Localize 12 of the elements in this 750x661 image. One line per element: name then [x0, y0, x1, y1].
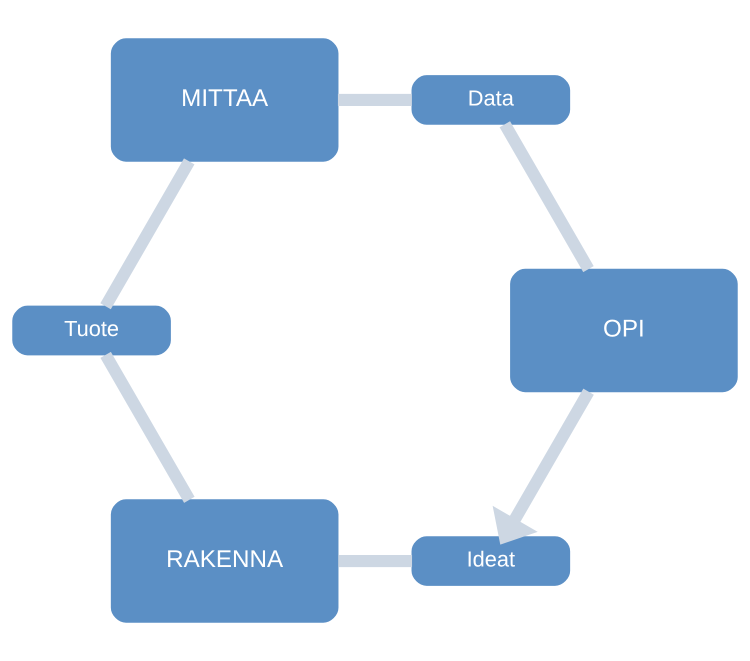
node-box: OPI	[510, 268, 738, 392]
node-box: Tuote	[12, 306, 171, 356]
node-box: Data	[412, 75, 570, 125]
node-box: RAKENNA	[110, 499, 338, 623]
connector	[100, 158, 194, 310]
connector	[500, 121, 594, 272]
connector	[100, 352, 195, 503]
arrow	[492, 388, 594, 545]
connector	[338, 94, 412, 106]
node-box: MITTAA	[110, 38, 338, 162]
connector	[338, 554, 412, 568]
node-box: Ideat	[412, 536, 570, 586]
